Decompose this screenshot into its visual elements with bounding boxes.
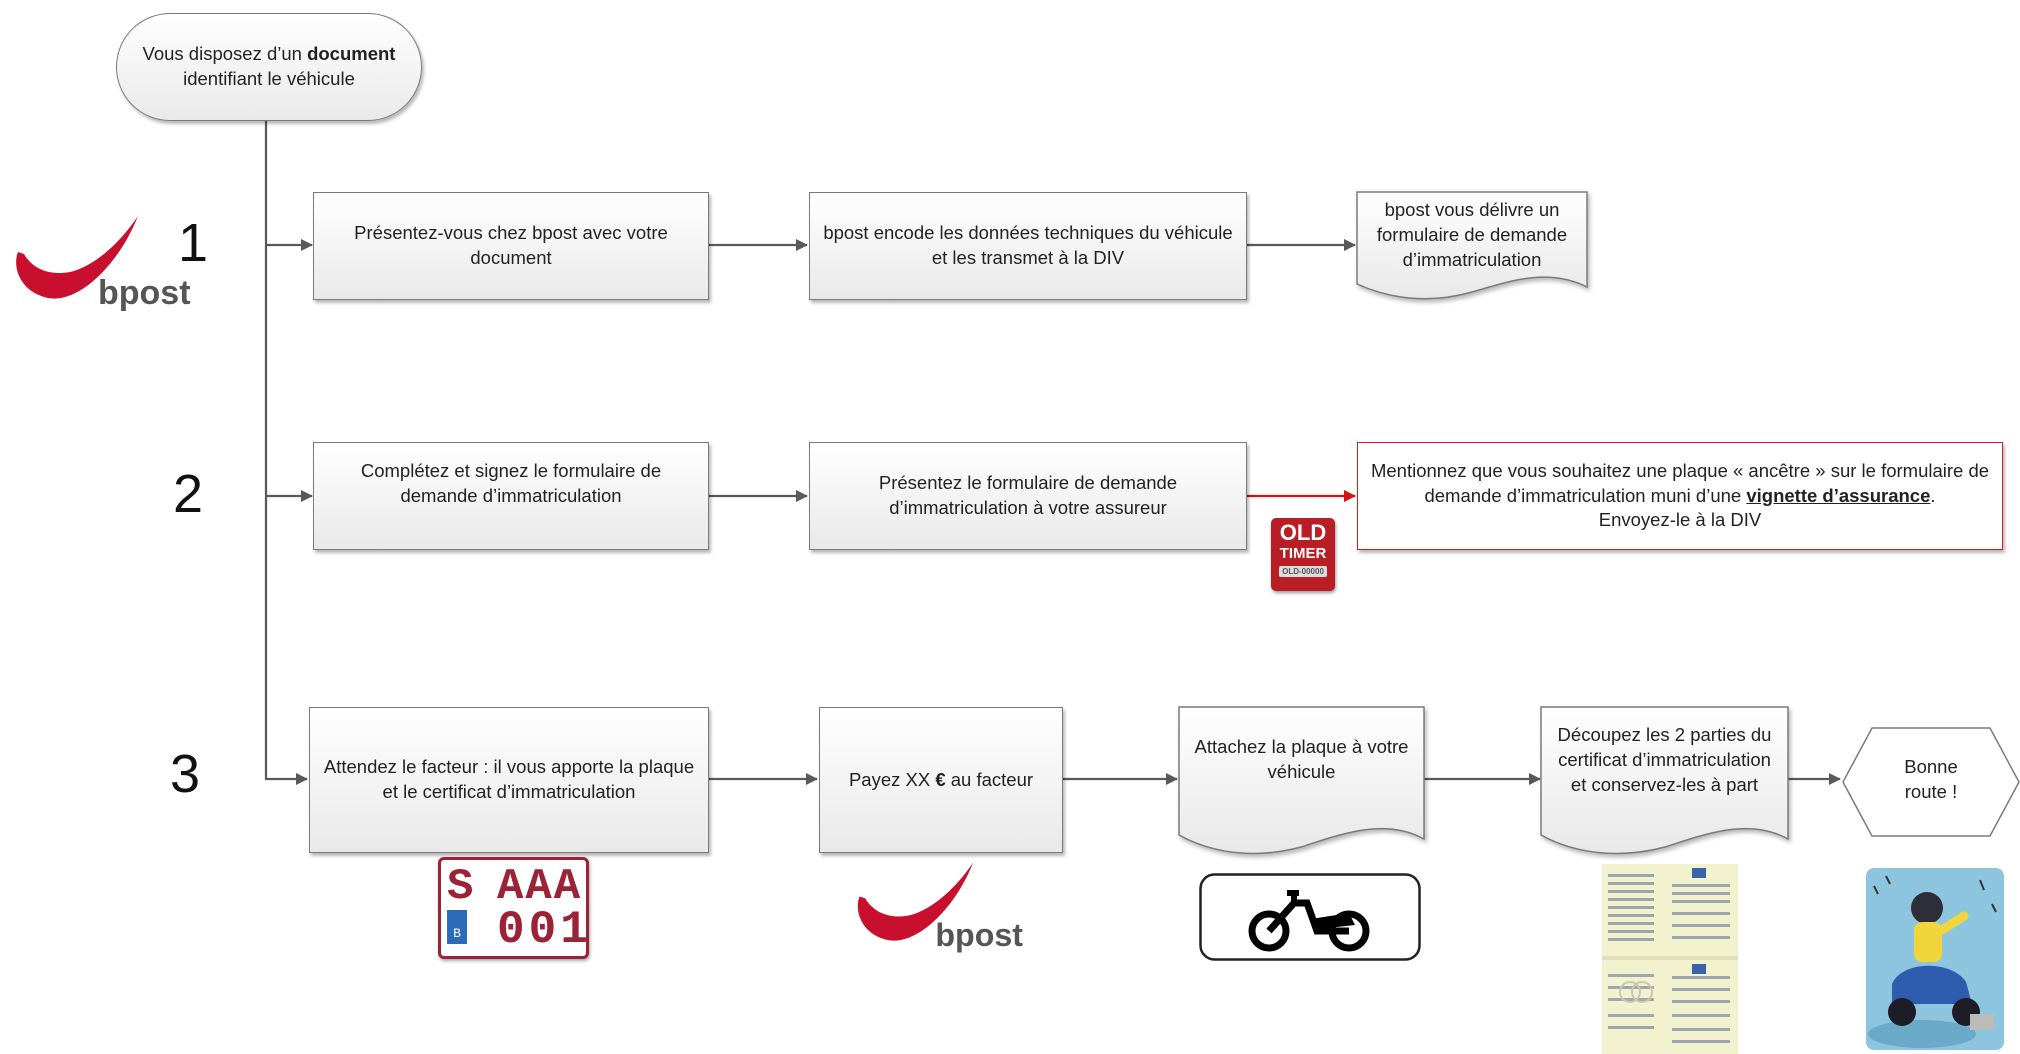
row3-doc2-text: Découpez les 2 parties du certificat d’i… bbox=[1557, 724, 1772, 795]
row3-box1-text: Attendez le facteur : il vous apporte la… bbox=[323, 756, 695, 802]
euro-sign: € bbox=[935, 768, 946, 790]
insurance-vignette-label: vignette d’assurance bbox=[1746, 484, 1931, 506]
row3-document-attach-plate: Attachez la plaque à votre véhicule bbox=[1178, 706, 1425, 857]
row2-box3-text: Mentionnez que vous souhaitez une plaque… bbox=[1370, 459, 1990, 506]
svg-text:bpost: bpost bbox=[98, 274, 191, 312]
license-plate-image: S AAA B 001 bbox=[438, 857, 589, 959]
row1-box-present-bpost: Présentez-vous chez bpost avec votre doc… bbox=[313, 192, 709, 300]
row2-box1-text: Complétez et signez le formulaire de dem… bbox=[360, 460, 662, 506]
row3-hexagon-end: Bonne route ! bbox=[1842, 727, 2020, 837]
old-timer-badge: OLD TIMER OLD-00000 bbox=[1271, 518, 1335, 591]
plate-country: B bbox=[447, 910, 467, 944]
start-terminator: Vous disposez d’un document identifiant … bbox=[116, 13, 422, 121]
document-shape bbox=[1178, 706, 1425, 855]
start-bold: document bbox=[307, 43, 396, 65]
bpost-logo-row3: bpost bbox=[857, 862, 1023, 953]
step-number-1: 1 bbox=[178, 213, 209, 273]
badge-line1: OLD bbox=[1279, 520, 1327, 545]
document-shape bbox=[1356, 191, 1588, 300]
row2-box2-text: Présentez le formulaire de demande d’imm… bbox=[878, 472, 1178, 518]
row2-box3-period: . bbox=[1930, 484, 1936, 506]
row1-document-form: bpost vous délivre un formulaire de dema… bbox=[1356, 191, 1588, 302]
step-number-3: 3 bbox=[170, 744, 201, 804]
row1-box2-text: bpost encode les données techniques du v… bbox=[823, 222, 1233, 268]
scooter-rider-image bbox=[1866, 868, 2004, 1050]
row2-box3-line2: Envoyez-le à la DIV bbox=[1598, 509, 1762, 531]
plate-number: 001 bbox=[497, 904, 592, 956]
pay-pre: Payez XX bbox=[848, 768, 936, 790]
row2-box-complete-form: Complétez et signez le formulaire de dem… bbox=[313, 442, 709, 550]
start-line2: identifiant le véhicule bbox=[183, 68, 355, 89]
row1-box1-text: Présentez-vous chez bpost avec votre doc… bbox=[354, 222, 668, 268]
row1-doc1-text: bpost vous délivre un formulaire de dema… bbox=[1376, 199, 1568, 270]
row1-box-encode: bpost encode les données techniques du v… bbox=[809, 192, 1247, 300]
step-number-2: 2 bbox=[173, 464, 204, 524]
hexagon-shape bbox=[1842, 727, 2020, 837]
bpost-logo: bpost bbox=[16, 216, 191, 312]
pay-post: au facteur bbox=[945, 768, 1034, 790]
document-shape bbox=[1540, 706, 1789, 855]
start-line1: Vous disposez d’un bbox=[142, 43, 308, 65]
plate-code: AAA bbox=[497, 862, 583, 912]
row3-box-pay: Payez XX € au facteur bbox=[819, 707, 1063, 853]
svg-text:bpost: bpost bbox=[935, 917, 1023, 953]
row3-hex-text: Bonne route ! bbox=[1904, 756, 1958, 802]
row2-box-present-insurer: Présentez le formulaire de demande d’imm… bbox=[809, 442, 1247, 550]
registration-certificate-image bbox=[1602, 864, 1738, 1054]
row3-document-cut-certificate: Découpez les 2 parties du certificat d’i… bbox=[1540, 706, 1789, 857]
badge-line2: TIMER bbox=[1279, 545, 1327, 562]
row2-box-mention-ancestor: Mentionnez que vous souhaitez une plaque… bbox=[1357, 442, 2003, 550]
row3-box-wait-postman: Attendez le facteur : il vous apporte la… bbox=[309, 707, 709, 853]
moped-sign-icon bbox=[1199, 873, 1421, 961]
row3-doc1-text: Attachez la plaque à votre véhicule bbox=[1194, 736, 1409, 782]
badge-plate: OLD-00000 bbox=[1279, 566, 1327, 577]
plate-letter: S bbox=[447, 862, 474, 912]
